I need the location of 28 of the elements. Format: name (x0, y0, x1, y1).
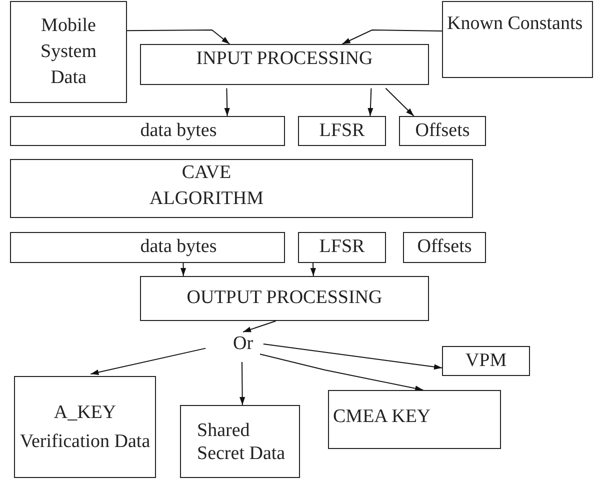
arrow (242, 320, 276, 332)
algorithm-box: CAVE ALGORITHM (10, 159, 473, 218)
output-box: Shared Secret Data (180, 405, 300, 478)
arrow (385, 88, 414, 116)
output-box: VPM (442, 346, 530, 376)
arrow (368, 88, 374, 116)
input-box: Mobile System Data (10, 1, 127, 103)
data-box: LFSR (298, 232, 386, 263)
arrow (342, 30, 442, 44)
process-box: OUTPUT PROCESSING (140, 276, 429, 321)
arrow (224, 88, 230, 116)
data-box: Offsets (403, 232, 486, 263)
data-box: Offsets (399, 116, 486, 146)
arrow (240, 362, 246, 406)
output-box: A_KEY Verification Data (14, 376, 156, 478)
arrow (126, 30, 230, 44)
arrow (180, 262, 186, 276)
data-box: LFSR (298, 116, 386, 146)
arrow (260, 354, 424, 392)
input-box: Known Constants (442, 1, 593, 78)
output-box: CMEA KEY (328, 390, 501, 449)
data-box: data bytes (10, 116, 285, 146)
or-label: Or (226, 332, 260, 356)
arrow (310, 262, 316, 276)
arrow (262, 344, 442, 370)
process-box: INPUT PROCESSING (140, 44, 429, 85)
data-box: data bytes (10, 232, 285, 263)
arrow (90, 348, 206, 375)
